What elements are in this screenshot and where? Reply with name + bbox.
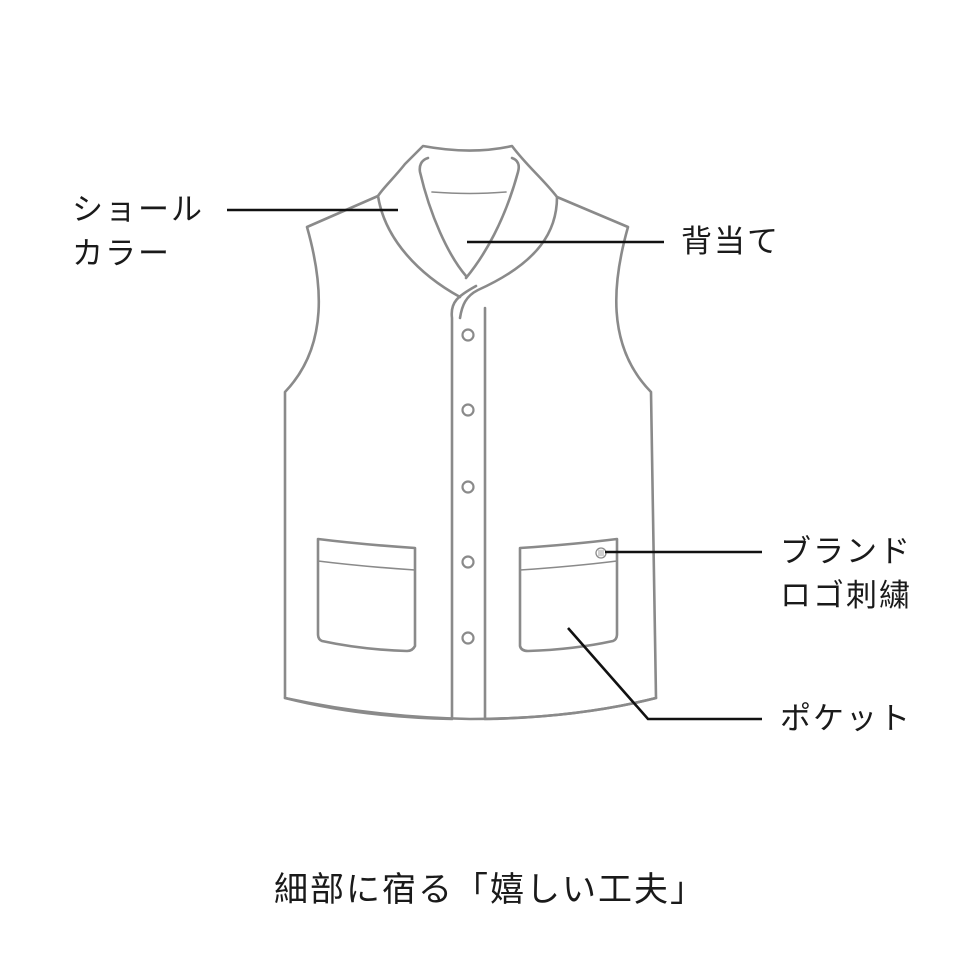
label-brand-logo-line1: ブランド	[780, 534, 912, 570]
label-back-yoke: 背当て	[681, 224, 780, 260]
button-5	[461, 631, 475, 645]
vest-left-outline	[283, 194, 478, 721]
hem-line	[283, 696, 658, 721]
button-1	[461, 328, 475, 342]
collar-inner-left	[418, 156, 468, 278]
label-shawl-collar: ショール カラー	[72, 188, 204, 276]
caption: 細部に宿る「嬉しい工夫」	[274, 870, 706, 910]
back-yoke-line	[431, 191, 507, 195]
button-4	[461, 555, 475, 569]
left-pocket	[316, 537, 417, 653]
label-pocket: ポケット	[780, 701, 912, 737]
button-2	[461, 403, 475, 417]
shawl-collar-outline	[376, 144, 559, 320]
vest-right-outline	[483, 195, 658, 721]
leader-pocket	[567, 627, 762, 721]
right-pocket	[518, 537, 619, 653]
label-shawl-collar-line2: カラー	[72, 236, 171, 272]
label-shawl-collar-line1: ショール	[72, 192, 204, 228]
label-brand-logo: ブランド ロゴ刺繍	[780, 530, 912, 618]
collar-inner-right	[464, 156, 521, 280]
label-brand-logo-line2: ロゴ刺繍	[780, 578, 912, 614]
button-3	[461, 480, 475, 494]
